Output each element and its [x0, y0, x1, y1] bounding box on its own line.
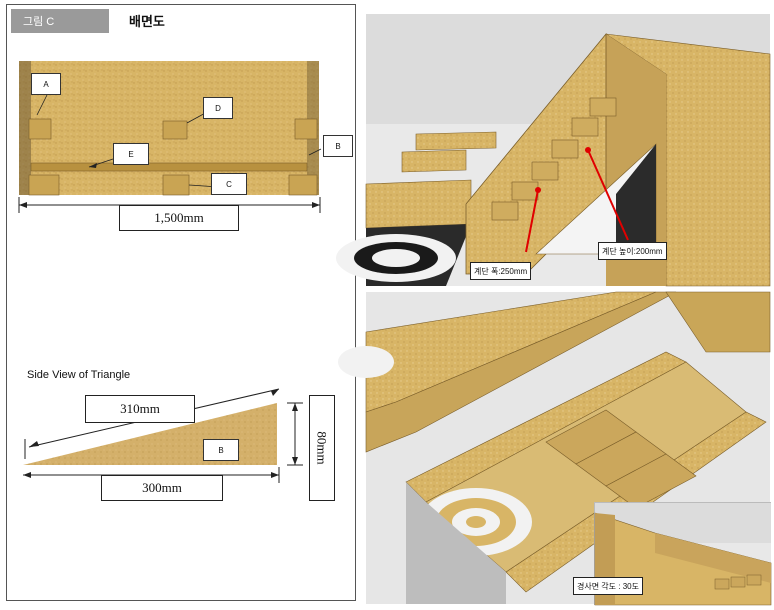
figure-tag-text: 그림 C	[23, 16, 55, 28]
rear-view-diagram	[19, 57, 322, 202]
stairs-photo: 계단 폭:250mm 계단 높이:200mm	[336, 14, 771, 287]
label-d: D	[203, 97, 233, 119]
figure-title: 배면도	[129, 14, 165, 29]
step-width-label: 계단 폭:250mm	[470, 262, 532, 280]
hypotenuse-label: 310mm	[85, 395, 195, 423]
label-e: E	[113, 143, 149, 165]
figure-tag: 그림 C	[11, 9, 109, 33]
height-label: 80mm	[309, 395, 335, 501]
label-c: C	[211, 173, 247, 195]
width-dimension-label: 1,500mm	[119, 205, 239, 231]
triangle-label-b: B	[203, 439, 239, 461]
label-b: B	[323, 135, 353, 157]
slope-inset-photo: 경사면 각도 : 30도	[573, 502, 772, 606]
left-panel: 그림 C 배면도	[6, 4, 356, 601]
label-a: A	[31, 73, 61, 95]
step-height-label: 계단 높이:200mm	[598, 242, 667, 260]
trough-photo: 경사면 각도 : 30도	[338, 291, 772, 606]
height-label-text: 80mm	[315, 431, 331, 465]
slope-angle-label: 경사면 각도 : 30도	[573, 577, 643, 595]
base-label: 300mm	[101, 475, 223, 501]
triangle-heading: Side View of Triangle	[27, 369, 131, 381]
